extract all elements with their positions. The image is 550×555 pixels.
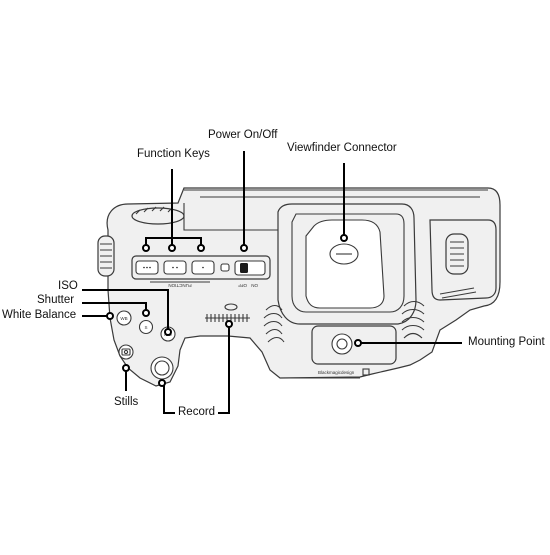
key2-dots — [176, 266, 178, 269]
record-marker-tick — [160, 382, 175, 414]
right-grip-ribs — [401, 300, 425, 339]
shutter-button-body — [138, 319, 154, 335]
shutter-leader — [82, 302, 147, 311]
viewfinder-callout: Viewfinder Connector — [287, 142, 397, 154]
iso-marker — [164, 328, 172, 336]
mounting-hole — [336, 338, 348, 350]
key1-dots — [143, 266, 145, 269]
off-marking: OFF — [238, 283, 247, 288]
stills-camera-icon — [121, 348, 131, 356]
left-wheel-ribs — [100, 243, 112, 269]
iso-callout: ISO — [58, 280, 78, 292]
record-marker-top — [225, 320, 233, 328]
mode-dial-knurl — [135, 206, 173, 215]
function-keys-bracket — [145, 237, 202, 247]
record-leader — [218, 326, 230, 414]
stills-marker — [122, 364, 130, 372]
function-key-3-marker — [197, 244, 205, 252]
right-slot — [439, 287, 475, 295]
function-key-2 — [163, 260, 187, 275]
iso-leader — [82, 289, 169, 330]
record-marker — [158, 379, 166, 387]
mounting-point-callout: Mounting Point — [468, 336, 545, 348]
key1-dots — [149, 266, 151, 269]
right-wheel-ribs — [450, 241, 464, 267]
white-balance-marker — [106, 312, 114, 320]
on-marking: ON — [251, 283, 258, 288]
wb-marking: WB — [120, 316, 127, 321]
power-switch-knob — [240, 263, 248, 273]
function-key-2-marker — [168, 244, 176, 252]
shutter-marker — [142, 309, 150, 317]
front-dial-ribs — [206, 314, 248, 322]
function-key-1-marker — [142, 244, 150, 252]
stills-button — [118, 344, 134, 360]
viewfinder-marker — [340, 234, 348, 242]
power-marker — [240, 244, 248, 252]
stills-callout: Stills — [114, 396, 139, 408]
right-slot-2 — [441, 291, 477, 299]
key3-dot — [202, 266, 204, 269]
brand-box — [362, 368, 370, 376]
shutter-callout: Shutter — [37, 294, 75, 306]
power-switch — [234, 260, 266, 276]
key1-dots — [146, 266, 148, 269]
power-callout: Power On/Off — [208, 129, 278, 141]
left-grip-ribs — [263, 304, 285, 343]
key2-dots — [172, 266, 174, 269]
record-callout: Record — [178, 406, 216, 418]
white-balance-callout: White Balance — [2, 309, 77, 321]
stills-lens-icon — [123, 349, 129, 355]
brand-marking: Blackmagicdesign — [318, 370, 355, 375]
body-step — [183, 203, 280, 231]
shutter-marking: S — [144, 325, 147, 330]
mount-plate — [311, 325, 397, 365]
dial-lock-icon — [224, 303, 238, 311]
function-keys-callout: Function Keys — [137, 148, 210, 160]
record-button — [154, 360, 170, 376]
function-marking: FUNCTION — [168, 283, 191, 288]
power-indicator — [220, 263, 230, 272]
viewfinder-inner — [291, 213, 405, 313]
mounting-point-marker — [354, 339, 362, 347]
wb-button — [116, 310, 132, 326]
